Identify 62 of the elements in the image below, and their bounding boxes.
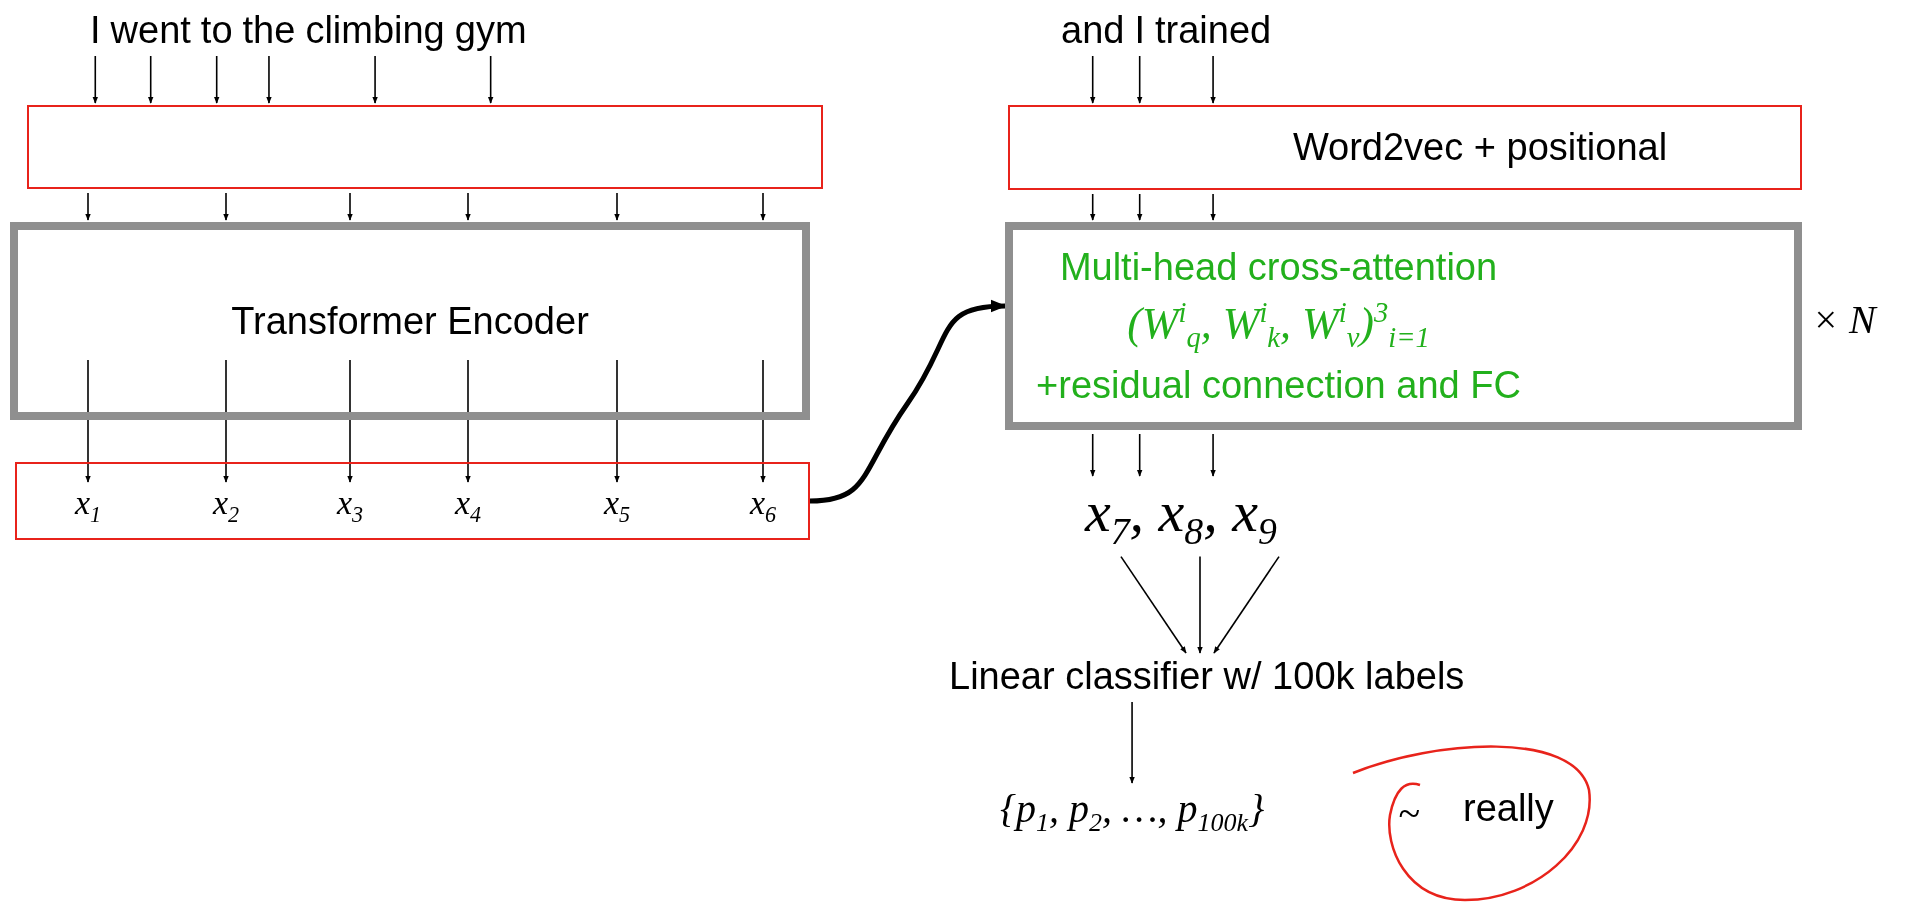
block-label: Transformer Encoder bbox=[231, 299, 589, 343]
arrow bbox=[760, 192, 766, 221]
curved-arrow bbox=[809, 300, 1007, 504]
box-label: Word2vec + positional bbox=[1292, 126, 1668, 169]
arrow bbox=[1210, 193, 1216, 221]
arrow bbox=[1129, 701, 1135, 784]
arrow bbox=[85, 192, 91, 221]
arrow bbox=[372, 55, 378, 104]
arrow bbox=[85, 359, 91, 483]
arrow bbox=[147, 55, 154, 104]
arrow bbox=[1089, 193, 1096, 221]
input-word: trained bbox=[1154, 8, 1272, 52]
arrow bbox=[760, 359, 766, 483]
vector-symbol: x$_{4}$ bbox=[454, 484, 482, 528]
arrow bbox=[1136, 433, 1143, 477]
vector-symbol: x$_{1}$ bbox=[74, 484, 102, 528]
arrow bbox=[1210, 433, 1216, 477]
arrow bbox=[1213, 555, 1280, 654]
block-label: Multi-head cross-attention bbox=[1059, 245, 1498, 291]
arrow bbox=[487, 55, 494, 104]
arrow bbox=[223, 359, 229, 483]
encoder-block bbox=[10, 222, 810, 420]
vector-symbol: x$_{6}$ bbox=[749, 484, 777, 528]
embedding-box bbox=[27, 105, 823, 189]
vector-symbols: x$_{7}$, x$_{8}$, x$_{9}$ bbox=[1085, 478, 1277, 553]
attention-block bbox=[1005, 222, 1802, 430]
arrow bbox=[223, 192, 229, 221]
vector-symbol: x$_{5}$ bbox=[603, 484, 631, 528]
arrow bbox=[614, 359, 620, 483]
probability-set: {p$_{1}$, p$_{2}$, …, p$_{100k}$} bbox=[1000, 785, 1265, 838]
arrow bbox=[1089, 433, 1096, 477]
vector-symbol: x$_{2}$ bbox=[212, 484, 240, 528]
distribution-sign: ~ bbox=[1398, 790, 1420, 837]
annotation-text: really bbox=[1463, 787, 1554, 830]
input-word: I bbox=[90, 8, 101, 52]
repeat-count: × N bbox=[1812, 296, 1876, 343]
input-word: the bbox=[242, 8, 296, 52]
input-word: climbing bbox=[305, 8, 445, 52]
input-word: and bbox=[1061, 8, 1125, 52]
arrow bbox=[213, 55, 220, 104]
vector-symbol: x$_{3}$ bbox=[336, 484, 364, 528]
input-word: gym bbox=[454, 8, 527, 52]
arrow bbox=[347, 192, 353, 221]
embedding-box bbox=[1008, 105, 1802, 190]
arrow bbox=[1120, 555, 1187, 654]
input-word: I bbox=[1134, 8, 1145, 52]
arrow bbox=[465, 192, 471, 221]
output-box bbox=[15, 462, 810, 540]
arrow bbox=[465, 359, 471, 483]
arrow bbox=[92, 55, 99, 104]
arrow bbox=[1136, 55, 1143, 104]
input-word: to bbox=[200, 8, 233, 52]
arrow bbox=[1197, 555, 1203, 654]
arrow bbox=[347, 359, 353, 483]
block-label: +residual connection and FC bbox=[1036, 362, 1521, 408]
arrow bbox=[1089, 55, 1096, 104]
arrow bbox=[1210, 55, 1216, 104]
arrow bbox=[266, 55, 272, 104]
arrow bbox=[1136, 193, 1143, 221]
classifier-label: Linear classifier w/ 100k labels bbox=[949, 655, 1465, 698]
arrow bbox=[614, 192, 620, 221]
input-word: went bbox=[110, 8, 191, 52]
